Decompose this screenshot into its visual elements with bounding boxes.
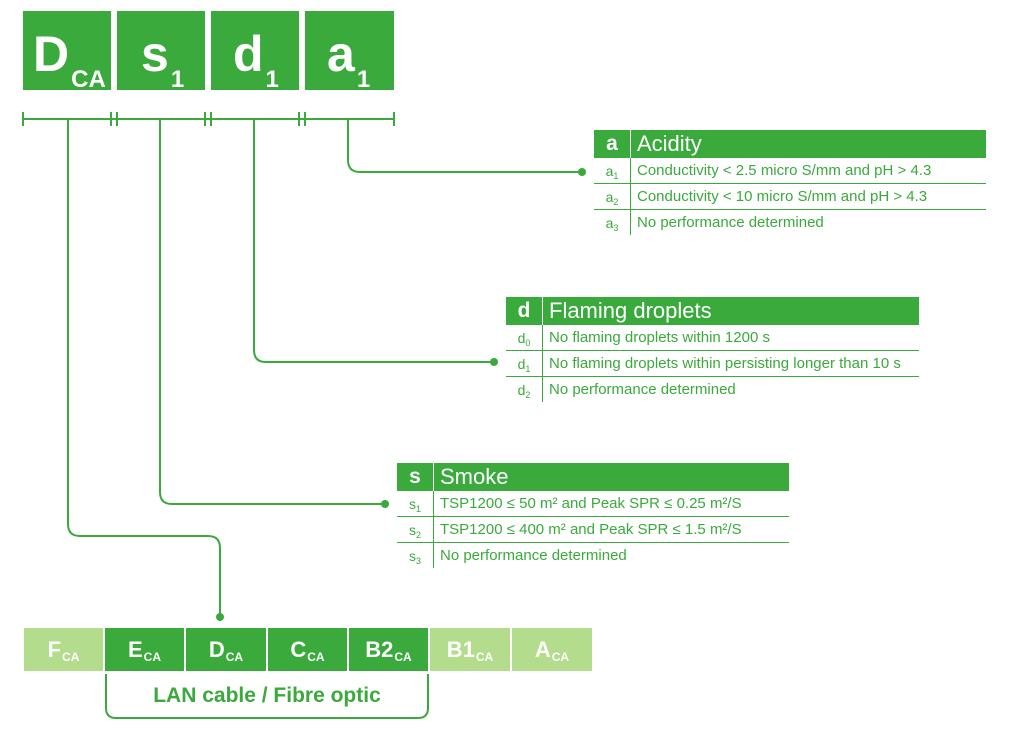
row-text: TSP1200 ≤ 400 m² and Peak SPR ≤ 1.5 m²/S	[440, 521, 742, 538]
connector-dot	[381, 500, 389, 508]
connector-acidity	[347, 119, 582, 173]
connector-droplets	[253, 119, 494, 363]
code-letter: D	[33, 26, 70, 82]
code-sub: 1	[356, 66, 371, 93]
code-letter: d	[233, 26, 264, 82]
smoke-key: s	[397, 463, 434, 491]
code-cell-acidity: a1	[305, 11, 394, 93]
code-cell-class: DCA	[23, 11, 111, 93]
droplets-header: d Flaming droplets	[506, 297, 919, 325]
connector-dot	[490, 358, 498, 366]
code-letter: a	[327, 26, 355, 82]
code-letter: s	[141, 26, 169, 82]
acidity-title: Acidity	[637, 131, 702, 156]
row-text: Conductivity < 2.5 micro S/mm and pH > 4…	[637, 162, 932, 179]
connector-euroclass	[67, 119, 221, 617]
smoke-title: Smoke	[440, 464, 509, 489]
code-cell-droplets: d1	[211, 11, 299, 93]
row-text: Conductivity < 10 micro S/mm and pH > 4.…	[637, 188, 928, 205]
connector-dot	[578, 168, 586, 176]
smoke-header: s Smoke	[397, 463, 789, 491]
code-sub: 1	[265, 66, 279, 93]
acidity-key: a	[594, 130, 631, 158]
connector-dot	[216, 613, 224, 621]
row-text: No flaming droplets within 1200 s	[549, 329, 770, 346]
droplets-title: Flaming droplets	[549, 298, 712, 323]
row-text: No flaming droplets within persisting lo…	[549, 355, 901, 372]
code-sub: 1	[170, 66, 185, 93]
acidity-header: a Acidity	[594, 130, 986, 158]
row-text: TSP1200 ≤ 50 m² and Peak SPR ≤ 0.25 m²/S	[440, 495, 742, 512]
row-text: No performance determined	[549, 381, 736, 398]
connector-smoke	[159, 119, 385, 505]
bracket-label: LAN cable / Fibre optic	[153, 684, 381, 707]
lan-bracket	[105, 674, 429, 719]
code-sub: CA	[71, 66, 106, 93]
code-cell-smoke: s1	[117, 11, 205, 93]
droplets-key: d	[506, 297, 543, 325]
row-text: No performance determined	[440, 547, 627, 564]
row-text: No performance determined	[637, 214, 824, 231]
